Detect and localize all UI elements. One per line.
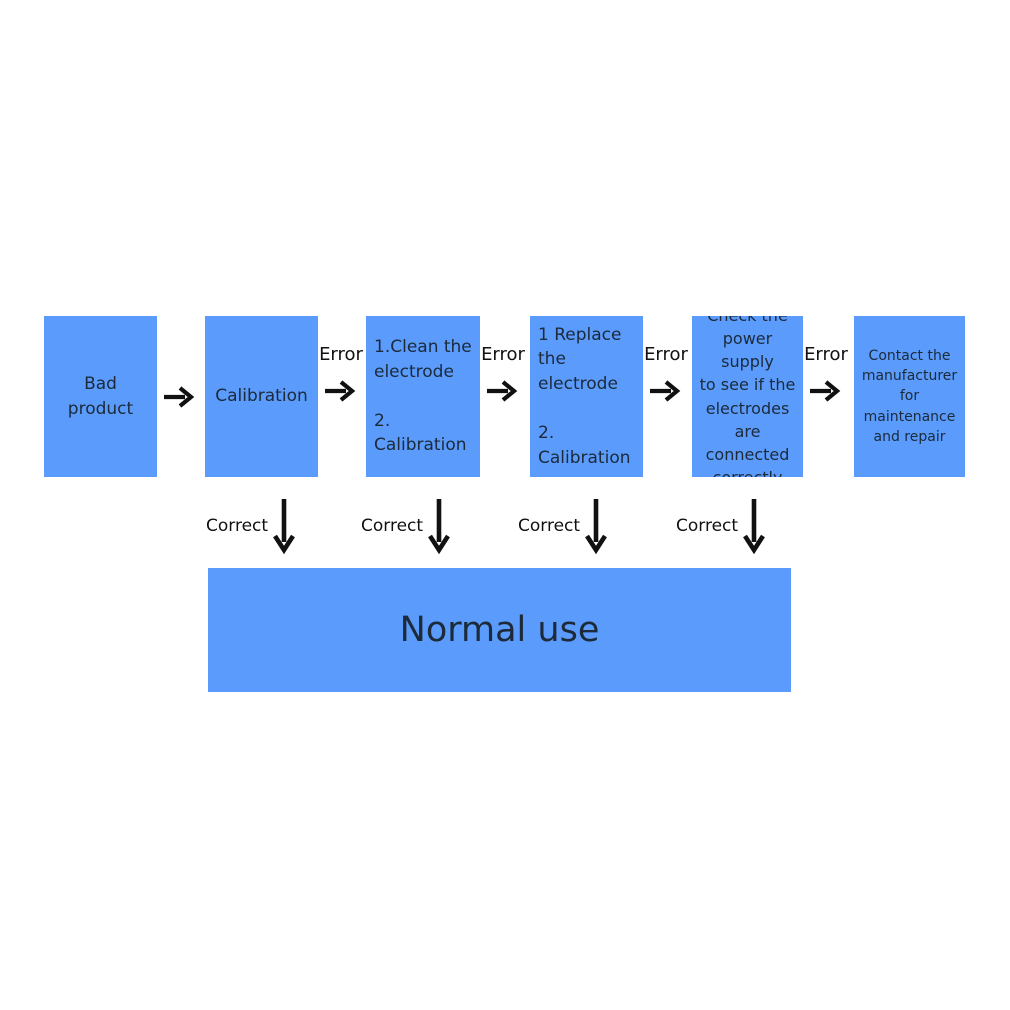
connector-label-5: Error (804, 344, 848, 365)
arrow-right-icon (649, 378, 683, 404)
node-normal-use[interactable]: Normal use (208, 568, 791, 692)
connector-label-2: Error (319, 344, 363, 365)
node-clean-electrode-label: 1.Clean the electrode 2. Calibration (374, 336, 472, 456)
connector-label-4: Error (644, 344, 688, 365)
connector-label-correct-2: Correct (361, 516, 424, 536)
node-calibration-label: Calibration (215, 386, 308, 407)
connector-label-correct-1: Correct (206, 516, 269, 536)
arrow-right-icon (809, 378, 843, 404)
connector-calibration-to-clean: Error (318, 344, 364, 454)
node-bad-product-label: Bad product (67, 373, 134, 419)
node-contact-manufacturer-label: Contact the manufacturer for maintenance… (861, 347, 958, 445)
connector-bad-product-to-calibration (157, 362, 203, 472)
connector-power-to-contact: Error (803, 344, 849, 454)
node-calibration[interactable]: Calibration (205, 316, 318, 477)
arrow-down-icon (272, 498, 296, 558)
arrow-right-icon (163, 384, 197, 410)
node-clean-electrode[interactable]: 1.Clean the electrode 2. Calibration (366, 316, 480, 477)
node-replace-electrode-label: 1 Replace the electrode 2. Calibration (538, 324, 631, 468)
arrow-down-icon (427, 498, 451, 558)
connector-replace-to-power: Error (643, 344, 689, 454)
arrow-right-icon (486, 378, 520, 404)
connector-label-correct-4: Correct (676, 516, 739, 536)
arrow-right-icon (324, 378, 358, 404)
arrow-down-icon (584, 498, 608, 558)
node-replace-electrode[interactable]: 1 Replace the electrode 2. Calibration (530, 316, 643, 477)
node-check-power-supply-label: Check the power supply to see if the ele… (699, 316, 796, 477)
node-normal-use-label: Normal use (399, 609, 600, 650)
node-bad-product[interactable]: Bad product (44, 316, 157, 477)
arrow-down-icon (742, 498, 766, 558)
node-contact-manufacturer[interactable]: Contact the manufacturer for maintenance… (854, 316, 965, 477)
connector-label-correct-3: Correct (518, 516, 581, 536)
connector-clean-to-replace: Error (480, 344, 526, 454)
connector-label-3: Error (481, 344, 525, 365)
node-check-power-supply[interactable]: Check the power supply to see if the ele… (692, 316, 803, 477)
